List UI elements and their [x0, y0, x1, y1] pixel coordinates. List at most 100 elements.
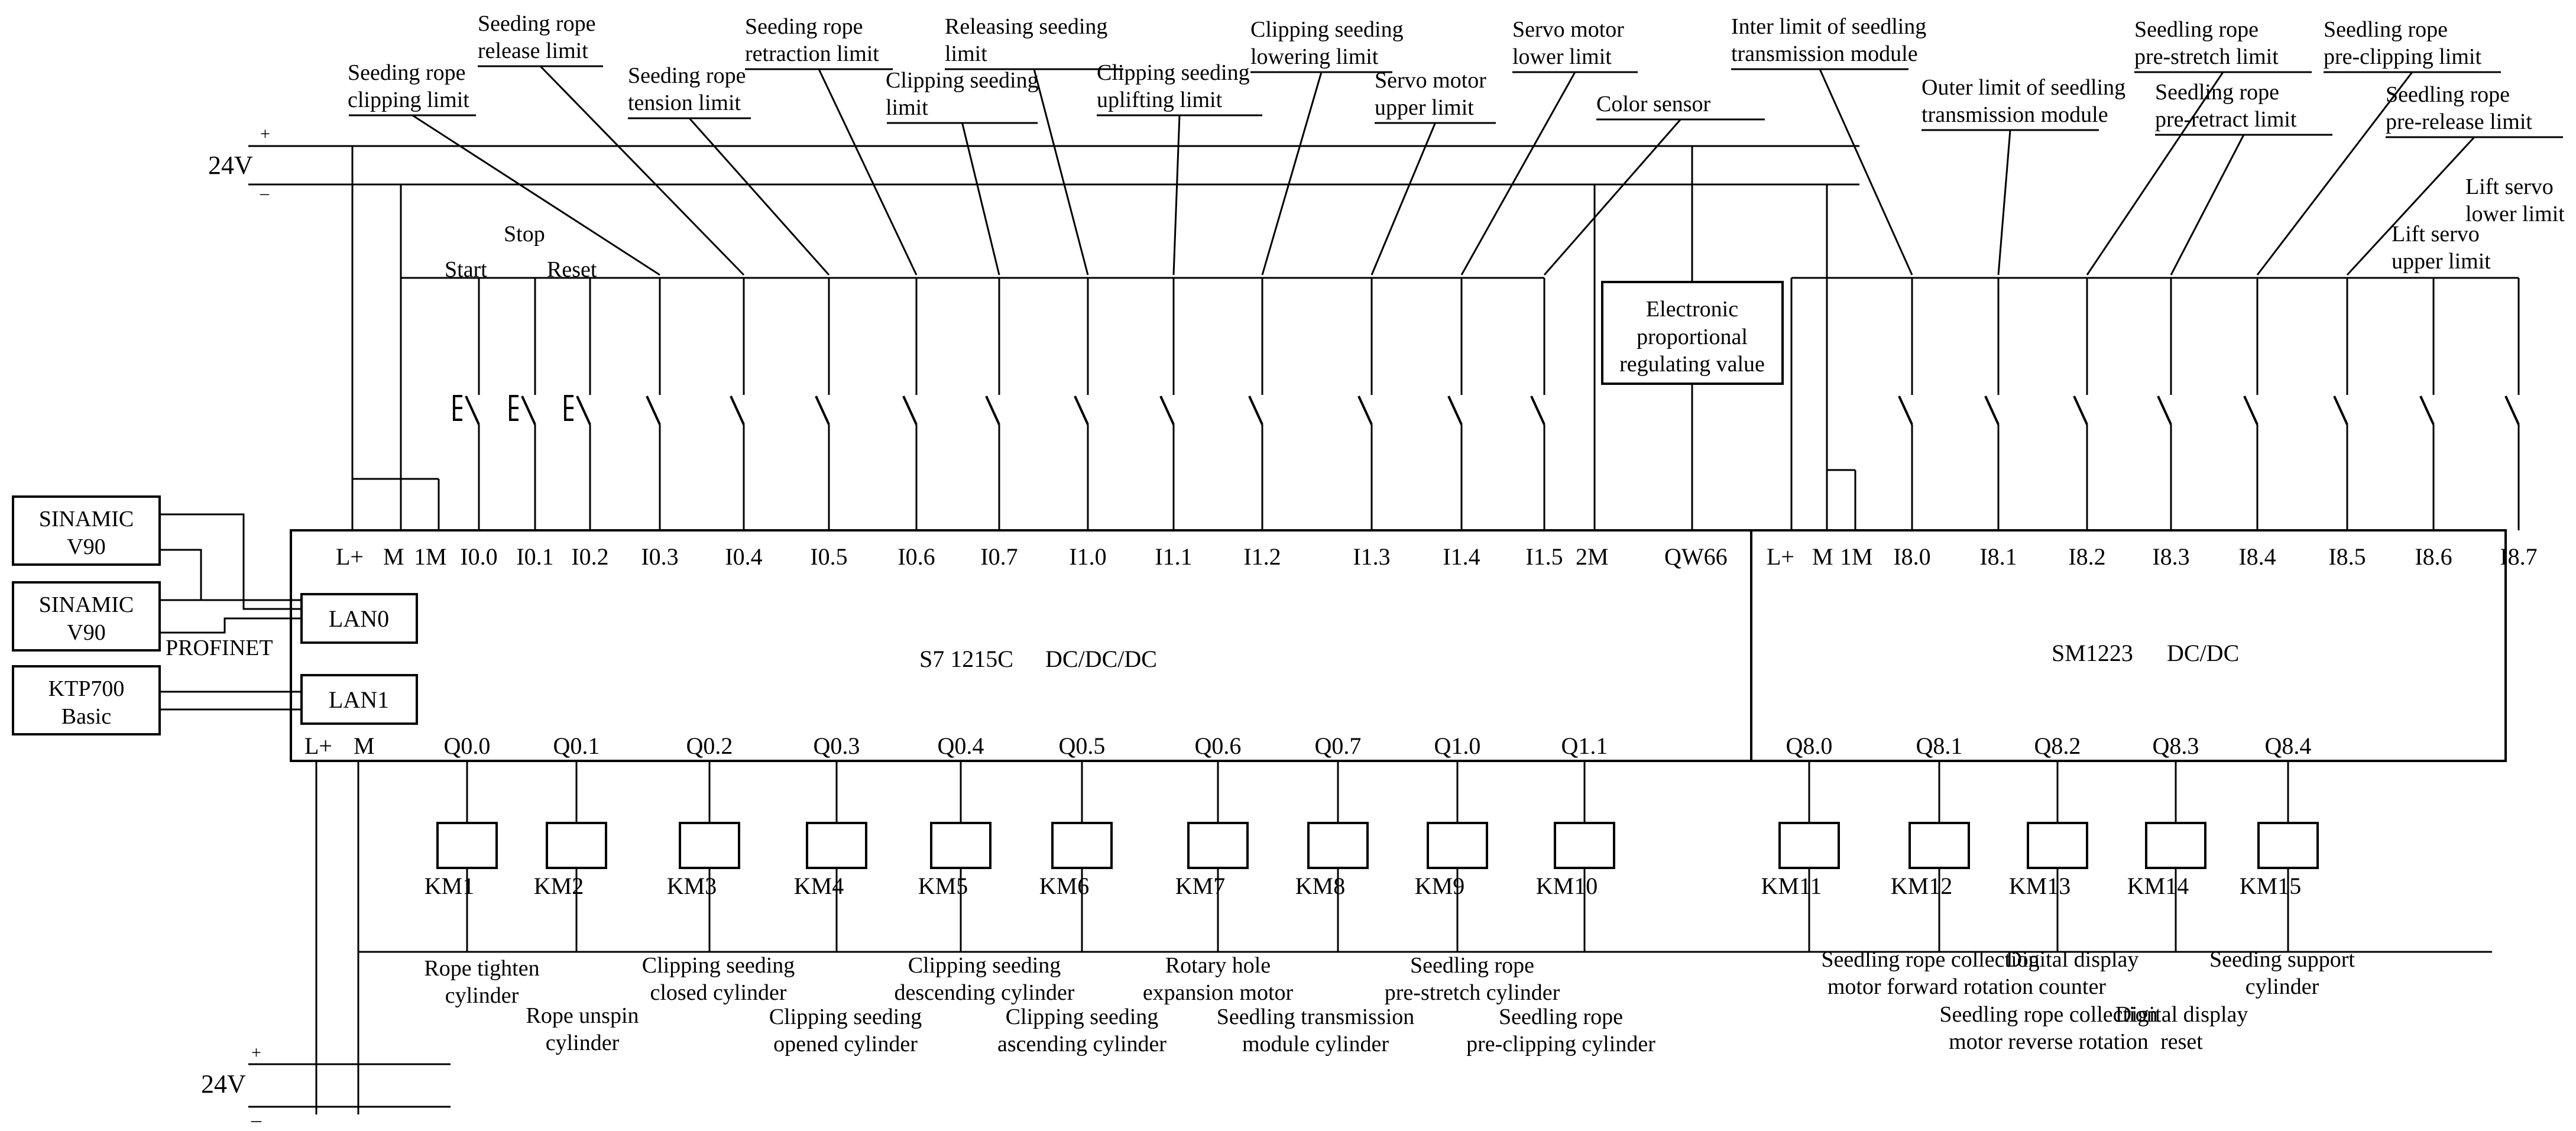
cpu-output-term-Q0.4: Q0.4	[938, 733, 984, 759]
switch-13	[1530, 278, 1545, 530]
evr-box: Electronic proportional regulating value	[1601, 281, 1784, 385]
output-label-line: ascending cylinder	[997, 1032, 1167, 1057]
input-label-line: lower limit	[1512, 44, 1612, 69]
cpu-out-lplus-term: L+	[304, 733, 332, 759]
sm-input-label-line: Inter limit of seedling	[1731, 14, 1926, 39]
cpu-output-term-Q0.0: Q0.0	[444, 733, 491, 759]
cpu-input-term-I0.5: I0.5	[810, 543, 847, 570]
switch-contact	[2419, 396, 2435, 425]
sinamic-v90-1-box	[12, 495, 161, 566]
relay-coil	[1187, 822, 1249, 869]
sinamic1-wire-b	[160, 549, 202, 600]
relay-coil	[930, 822, 991, 869]
relay-coil	[1051, 822, 1113, 869]
switch-8	[1074, 278, 1089, 530]
switch-9	[1159, 278, 1175, 530]
relay-KM1: KM1	[425, 761, 498, 952]
sinamic-v90-2-line-2: V90	[67, 620, 105, 645]
leader-diag	[961, 122, 1000, 276]
cpu-output-term-Q0.6: Q0.6	[1195, 733, 1242, 759]
sm-lplus-term: L+	[1767, 543, 1794, 570]
output-label-line: descending cylinder	[895, 980, 1075, 1005]
lan1-port	[300, 674, 418, 725]
cpu-m-term: M	[383, 543, 404, 570]
sm-input-label-line: Seedling rope	[2155, 80, 2279, 105]
switch-11	[1357, 278, 1373, 530]
input-label-10: Color sensor	[1543, 92, 1765, 276]
stop-button-label: Stop	[504, 222, 545, 247]
switch-contact	[1984, 396, 2000, 425]
switch-12	[1447, 278, 1463, 530]
switch-17	[2157, 278, 2172, 530]
output-label-line: opened cylinder	[773, 1032, 918, 1057]
switch-15	[1984, 278, 2000, 530]
cpu-qw66-term: QW66	[1664, 543, 1728, 570]
relay-KM3: KM3	[667, 761, 740, 952]
sm-input-term-I8.6: I8.6	[2415, 543, 2452, 570]
switch-10	[1248, 278, 1263, 530]
output-label-line: Clipping seeding	[642, 953, 795, 978]
relay-KM6: KM6	[1039, 761, 1113, 952]
ktp700-basic-box	[12, 665, 161, 735]
output-label-line: Seedling rope	[1499, 1004, 1623, 1029]
input-label-line: Seeding rope	[745, 14, 863, 39]
leader-diag	[1460, 72, 1576, 276]
output-label-line: Seeding support	[2209, 947, 2355, 972]
cpu-input-term-I0.7: I0.7	[980, 543, 1018, 570]
cpu-output-term-Q0.5: Q0.5	[1059, 733, 1106, 759]
switch-3	[646, 278, 661, 530]
input-label-line: upper limit	[1375, 95, 1474, 120]
output-label-line: cylinder	[546, 1030, 620, 1055]
switch-contact	[1357, 396, 1373, 425]
output-label-line: Digital display	[2006, 947, 2139, 972]
input-label-line: Seeding rope	[628, 63, 746, 88]
ktp700-line-2: Basic	[61, 704, 111, 729]
leader-diag	[688, 118, 830, 276]
output-label-line: pre-stretch cylinder	[1385, 980, 1560, 1005]
switch-5	[815, 278, 830, 530]
cpu-frame	[290, 529, 1752, 762]
switch-contact	[985, 396, 1000, 425]
bottom-supply: + 24V –	[201, 1043, 451, 1131]
input-switches	[453, 278, 2520, 530]
relay-KM13: KM13	[2009, 761, 2088, 952]
relay-KM15: KM15	[2240, 761, 2319, 952]
input-label-line: Servo motor	[1375, 68, 1486, 93]
lan1-label: LAN1	[329, 686, 389, 713]
switch-2	[564, 278, 591, 530]
cpu-output-term-Q0.1: Q0.1	[553, 733, 600, 759]
sinamic-v90-2-box	[12, 581, 161, 652]
relay-KM9: KM9	[1415, 761, 1488, 952]
sm-input-term-I8.3: I8.3	[2152, 543, 2189, 570]
sm-output-term-Q8.2: Q8.2	[2034, 733, 2081, 759]
input-label-line: clipping limit	[348, 88, 469, 112]
leader-diag	[818, 69, 918, 276]
output-label-line: Clipping seeding	[769, 1004, 922, 1029]
cpu-type: DC/DC/DC	[1045, 646, 1157, 672]
input-label-line: Clipping seeding	[1097, 60, 1250, 85]
top-supply-minus: –	[260, 183, 270, 203]
sm-input-term-I8.2: I8.2	[2068, 543, 2105, 570]
switch-contact	[1447, 396, 1463, 425]
cpu-input-term-I1.1: I1.1	[1155, 543, 1192, 570]
sm-input-label-line: pre-clipping limit	[2324, 44, 2481, 69]
output-label-line: Seedling rope collection	[1939, 1002, 2157, 1027]
leader-diag	[1172, 115, 1181, 276]
cpu-output-term-Q1.0: Q1.0	[1434, 733, 1481, 759]
input-label-leaders: Seeding rope clipping limit Seeding ropere…	[348, 11, 2565, 276]
switch-contact	[902, 396, 918, 425]
cpu-input-term-I1.2: I1.2	[1243, 543, 1281, 570]
evr-line-1: Electronic	[1646, 297, 1738, 322]
relay-KM10: KM10	[1536, 761, 1615, 952]
cpu-lplus-term: L+	[336, 543, 364, 570]
output-label-line: Rope tighten	[424, 956, 539, 981]
relay-coil	[1554, 822, 1615, 869]
input-label-line: retraction limit	[745, 41, 879, 66]
output-label-line: motor reverse rotation	[1949, 1029, 2149, 1054]
relay-coil	[1778, 822, 1840, 869]
relay-label: KM1	[425, 873, 474, 899]
